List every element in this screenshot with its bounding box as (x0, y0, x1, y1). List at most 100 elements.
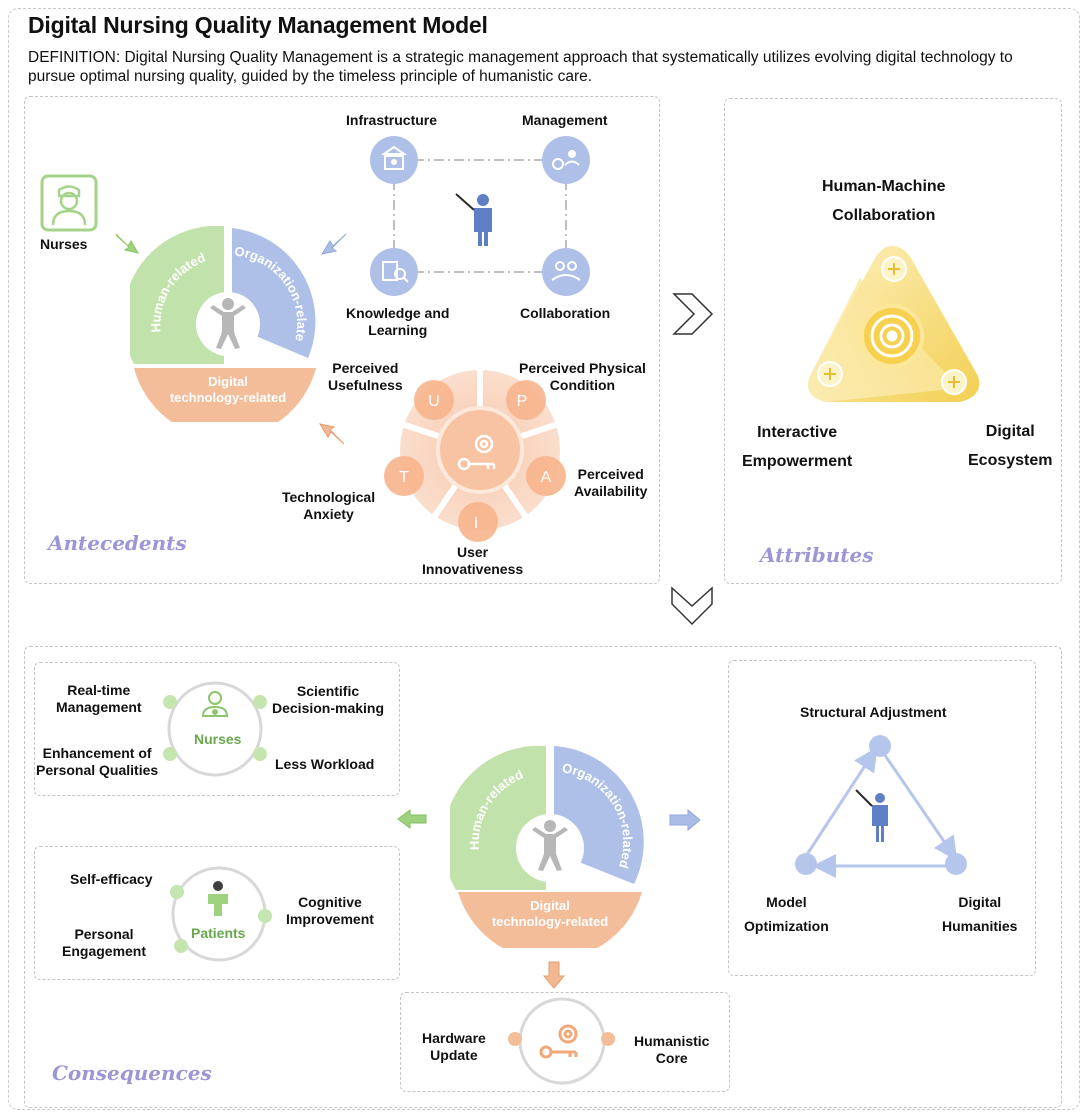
gear-key-small-icon (539, 1024, 578, 1059)
less-workload-label: Less Workload (275, 756, 375, 772)
consequences-wheel-digital-label-1: Digital (530, 898, 570, 913)
perceived-physical-label: Perceived Physical Condition (519, 360, 646, 394)
gear-key-icon (457, 434, 496, 471)
upait-letter-a: A (541, 469, 552, 486)
target-icon (870, 314, 914, 358)
patients-outcome-center: Patients (191, 925, 246, 941)
model-line-1: Model (766, 894, 807, 910)
hardware-line-2: Update (430, 1047, 478, 1063)
organization-triangle (795, 735, 967, 878)
perceived-availability-line-2: Availability (574, 483, 648, 499)
collaboration-icon (542, 248, 590, 296)
core-line-1: Humanistic (634, 1033, 710, 1049)
collaboration-label: Collaboration (520, 305, 611, 321)
humanities-line-1: Digital (958, 894, 1002, 910)
engagement-line-1: Personal (74, 926, 134, 942)
nurses-label: Nurses (40, 236, 88, 252)
scientific-line-2: Decision-making (272, 700, 385, 716)
digital-humanities-label: Digital Humanities (942, 894, 1017, 935)
nurse-outline-icon (201, 691, 229, 717)
perceived-usefulness-line-1: Perceived (332, 360, 399, 376)
perceived-physical-line-2: Condition (549, 377, 616, 393)
cognitive-line-2: Improvement (286, 911, 374, 927)
cognitive-line-1: Cognitive (298, 894, 362, 910)
management-label: Management (522, 112, 608, 128)
perceived-availability-line-1: Perceived (577, 466, 644, 482)
enhancement-label: Enhancement of Personal Qualities (36, 745, 158, 779)
antecedents-wheel-digital-label-1: Digital (208, 374, 248, 389)
upait-letter-i: I (474, 515, 478, 532)
ie-label-line-2: Empowerment (742, 453, 853, 470)
page-title: Digital Nursing Quality Management Model (28, 12, 488, 38)
nurses-outcome-center: Nurses (194, 731, 242, 747)
knowledge-label-line-2: Learning (368, 322, 428, 338)
knowledge-icon (370, 248, 418, 296)
down-arrow-icon (542, 961, 566, 989)
attributes-section-label: Attributes (760, 543, 874, 567)
user-innovativeness-label: User Innovativeness (422, 544, 523, 578)
right-arrow-icon (669, 808, 701, 832)
consequences-section-label: Consequences (52, 1061, 212, 1085)
technological-anxiety-line-1: Technological (282, 489, 376, 505)
nurses-outcome-ring (163, 681, 267, 777)
technology-arrow-icon (318, 423, 345, 445)
user-innovativeness-line-1: User (457, 544, 489, 560)
technological-anxiety-line-2: Anxiety (303, 506, 354, 522)
perceived-usefulness-line-2: Usefulness (328, 377, 403, 393)
realtime-line-2: Management (56, 699, 142, 715)
model-line-2: Optimization (744, 918, 829, 934)
personal-engagement-label: Personal Engagement (62, 926, 146, 960)
interactive-empowerment-label: Interactive Empowerment (742, 418, 852, 476)
perceived-availability-label: Perceived Availability (574, 466, 647, 500)
organization-arrow-icon (320, 233, 347, 255)
hmc-label: Human-Machine Collaboration (822, 172, 946, 230)
antecedents-wheel-digital-label-2: technology-related (170, 390, 286, 405)
infrastructure-icon (370, 136, 418, 184)
management-icon (542, 136, 590, 184)
right-chevron-icon (672, 293, 714, 335)
core-line-2: Core (655, 1050, 688, 1066)
knowledge-label: Knowledge and Learning (346, 305, 449, 339)
hardware-update-label: Hardware Update (422, 1030, 486, 1064)
presenter-icon (455, 193, 492, 246)
left-arrow-icon (397, 809, 427, 829)
upait-letter-t: T (399, 469, 409, 486)
de-label-line-2: Ecosystem (968, 452, 1053, 469)
scientific-line-1: Scientific (296, 683, 360, 699)
definition-text: DEFINITION: Digital Nursing Quality Mana… (28, 49, 1013, 85)
consequences-wheel-digital-label-2: technology-related (492, 914, 608, 929)
outer-frame (8, 8, 1080, 1110)
organization-network (370, 136, 590, 296)
structural-adjustment-label: Structural Adjustment (800, 704, 947, 720)
attributes-triangle (808, 246, 980, 402)
perceived-physical-line-1: Perceived Physical (519, 360, 646, 376)
technological-anxiety-label: Technological Anxiety (282, 489, 375, 523)
engagement-line-2: Engagement (62, 943, 147, 959)
upait-letter-u: U (428, 393, 440, 410)
knowledge-label-line-1: Knowledge and (346, 305, 450, 321)
infrastructure-label: Infrastructure (346, 112, 438, 128)
model-optimization-label: Model Optimization (744, 894, 829, 935)
antecedents-wheel: Human-related Organization-related Digit… (130, 226, 316, 422)
patients-outcome-ring (170, 866, 272, 962)
self-efficacy-label: Self-efficacy (70, 871, 153, 887)
hardware-line-1: Hardware (422, 1030, 486, 1046)
cognitive-improvement-label: Cognitive Improvement (286, 894, 374, 928)
consequences-wheel: Human-related Organization-related Digit… (450, 745, 644, 948)
ie-label-line-1: Interactive (757, 424, 838, 441)
enhancement-line-2: Personal Qualities (36, 762, 159, 778)
digital-ecosystem-label: Digital Ecosystem (968, 417, 1053, 475)
hmc-label-line-1: Human-Machine (822, 178, 946, 195)
presenter-small-icon (855, 789, 888, 842)
humanistic-core-label: Humanistic Core (634, 1033, 709, 1067)
nurses-arrow-icon (115, 233, 140, 254)
hmc-label-line-2: Collaboration (832, 207, 936, 224)
antecedents-section-label: Antecedents (48, 531, 187, 555)
humanities-line-2: Humanities (942, 918, 1018, 934)
de-label-line-1: Digital (985, 423, 1035, 440)
technology-outcome-ring (508, 997, 615, 1085)
perceived-usefulness-label: Perceived Usefulness (328, 360, 403, 394)
upait-flower: U P A I T (384, 366, 566, 542)
patient-icon (208, 881, 228, 916)
nurse-icon (40, 174, 98, 232)
